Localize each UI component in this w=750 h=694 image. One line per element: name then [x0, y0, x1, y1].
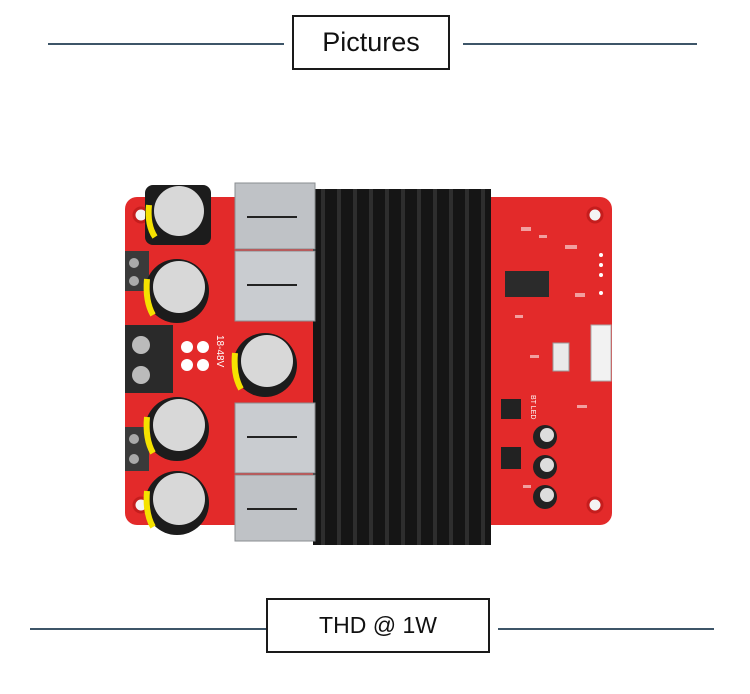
top-right-rule: [463, 43, 697, 45]
inductors: [234, 182, 316, 542]
caption-text: THD @ 1W: [319, 612, 437, 638]
control-circuit: [501, 227, 612, 488]
bottom-right-rule: [498, 628, 714, 630]
section-title-text: Pictures: [322, 27, 420, 57]
mounting-holes: [132, 206, 604, 514]
heatsink: [313, 189, 491, 545]
bottom-left-rule: [30, 628, 266, 630]
amplifier-board-image: 18-48V BT LED: [125, 182, 612, 545]
section-title: Pictures: [292, 15, 450, 70]
bt-led-label: BT LED: [529, 395, 536, 419]
power-symbols: [181, 341, 209, 371]
terminal-blocks: [125, 251, 173, 471]
top-left-rule: [48, 43, 284, 45]
caption-box: THD @ 1W: [266, 598, 490, 653]
capacitors: [143, 185, 557, 535]
voltage-label: 18-48V: [214, 335, 225, 368]
